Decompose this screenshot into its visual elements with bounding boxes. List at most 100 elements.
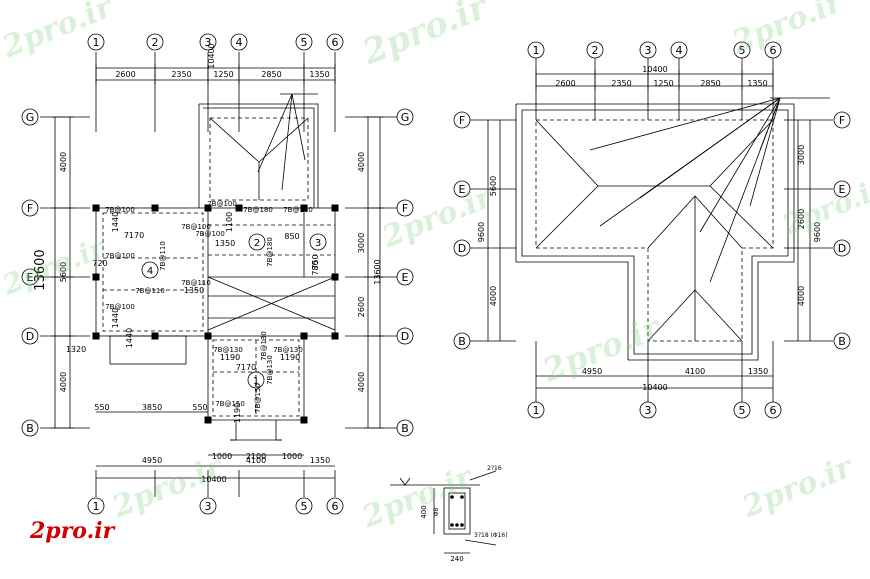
axis-circle [453,332,471,350]
axis-label: F [459,114,465,127]
axis-bubble: E [21,268,39,286]
roof-ridge [709,119,774,249]
dimension-label: 1350 [310,456,330,465]
room-marker [247,371,265,389]
axis-label: G [26,111,35,124]
axis-bubble: 6 [326,497,344,515]
axis-bubble: 4 [670,41,688,59]
room-dimension: 1350 [184,286,204,295]
axis-label: 4 [236,36,243,49]
room-dimension: 850 [284,232,299,241]
axis-circle [396,268,414,286]
room-dimension: 7170 [236,363,256,372]
leader-line [291,93,306,161]
axis-circle [87,497,105,515]
axis-label: 1 [93,500,100,513]
leader-line [257,93,293,173]
column-mark [300,204,308,212]
section-inner [448,492,466,530]
beam-label: 7B@150 [254,383,262,413]
dimension-label: 2850 [700,79,720,88]
dimension-label: 4100 [685,367,705,376]
dimension-label: 550 [192,403,207,412]
axis-circle [527,41,545,59]
balcony-line [275,420,282,441]
room-dimension: 1440 [111,212,120,232]
axis-circle [453,111,471,129]
beam-label: 7B@100 [195,230,225,238]
axis-bubble: 5 [733,401,751,419]
beam-label: 7B@100 [105,252,135,260]
axis-bubble: D [833,239,851,257]
axis-label: 3 [645,44,652,57]
dimension-label: 1000 [282,452,302,461]
roof-ridge [209,117,309,163]
axis-bubble: F [453,111,471,129]
axis-label: E [459,183,466,196]
dimension-label: 4000 [59,372,68,392]
axis-bubble: B [21,419,39,437]
axis-circle [586,41,604,59]
dimension-label: 2600 [555,79,575,88]
beam-label: 7B@130 [213,346,243,354]
beam-label: 7B@150 [215,400,245,408]
dimension-label: 2350 [171,70,191,79]
axis-circle [295,497,313,515]
dimension-label: 1350 [309,70,329,79]
axis-circle [87,33,105,51]
column-mark [300,416,308,424]
axis-bubble: E [396,268,414,286]
dimension-label: 2350 [611,79,631,88]
dimension-label: 2600 [115,70,135,79]
beam-label: 7B@100 [105,303,135,311]
axis-label: 6 [332,500,339,513]
axis-label: 6 [770,404,777,417]
column-mark [300,332,308,340]
axis-bubble: B [396,419,414,437]
room-marker [309,233,327,251]
axis-bubble: G [396,108,414,126]
balcony-line [230,420,237,441]
beam-label: 7B@130 [266,355,274,385]
axis-label: 3 [645,404,652,417]
dimension-label: 5600 [59,262,68,282]
axis-bubble: 1 [87,497,105,515]
roof-outline [521,109,789,355]
dimension-label: 4950 [582,367,602,376]
axis-bubble: 6 [326,33,344,51]
axis-circle [396,108,414,126]
section-outline [443,487,471,535]
room-dimension: 7170 [124,231,144,240]
dimension-label: 550 [94,403,109,412]
beam-label: 7B@100 [207,200,237,208]
axis-circle [295,33,313,51]
logo-2pro: 2pro.ir [30,518,115,544]
dimension-total: 13600 [33,249,48,290]
axis-label: 4 [676,44,683,57]
axis-circle [21,199,39,217]
room-dimension: 1440 [125,328,134,348]
axis-circle [639,41,657,59]
axis-bubble: D [453,239,471,257]
room-marker [141,261,159,279]
axis-circle [833,239,851,257]
beam-label: 7B@110 [159,241,167,271]
room-dimension: 1190 [280,353,300,362]
room-marker [248,233,266,251]
room-dimension: 1190 [220,353,240,362]
axis-label: 1 [533,44,540,57]
dimension-label: 3850 [142,403,162,412]
dimension-label: 4100 [246,456,266,465]
column-mark [331,273,339,281]
axis-circle [396,199,414,217]
axis-label: D [26,330,34,343]
dimension-label: 1000 [212,452,232,461]
dimension-label: 4000 [357,372,366,392]
axis-circle [453,180,471,198]
axis-bubble: F [833,111,851,129]
room-number: 4 [147,266,153,277]
axis-circle [764,41,782,59]
axis-bubble: 1 [527,401,545,419]
roof-dashed [535,119,774,342]
